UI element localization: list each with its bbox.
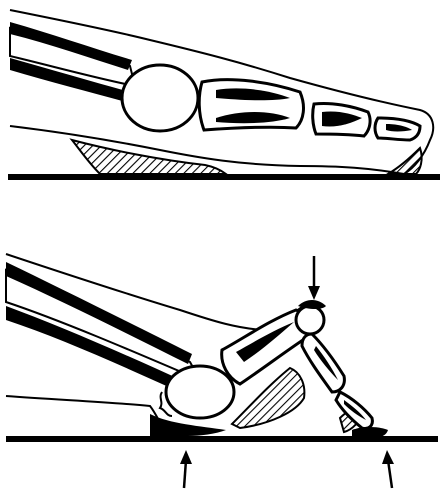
- arrow-down-top-pressure: [308, 256, 320, 300]
- top-panel: [8, 10, 440, 180]
- arrow-up-right-pressure: [382, 450, 394, 488]
- top-toe-pad: [388, 148, 422, 174]
- bottom-panel: [6, 254, 438, 488]
- arrow-up-left-pressure: [180, 450, 192, 488]
- bottom-metatarsal-head: [166, 366, 234, 418]
- top-metatarsal-head: [122, 65, 198, 131]
- bottom-pip-joint: [296, 306, 324, 334]
